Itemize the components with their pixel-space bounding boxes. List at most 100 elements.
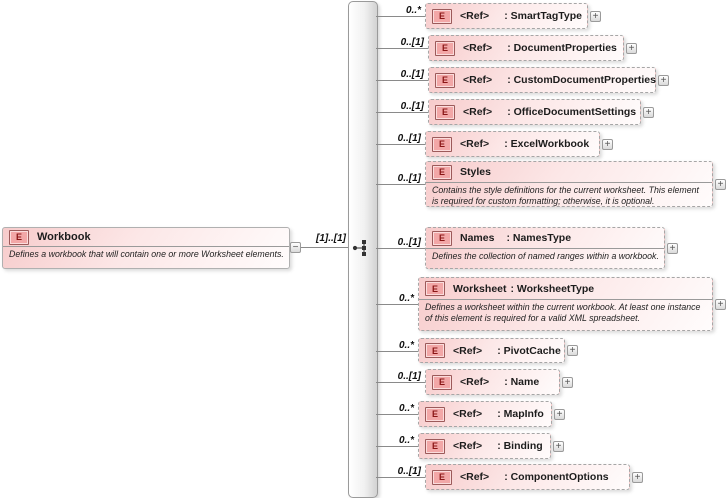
element-type: : OfficeDocumentSettings [507,106,637,118]
connector-line [301,247,348,248]
workbook-header: E Workbook [3,228,289,246]
element-description: Defines the collection of named ranges w… [426,248,664,268]
cardinality-label: 0..* [398,339,414,351]
row-pivotcache: 0..* E <Ref> : PivotCache + [376,338,578,363]
element-name: <Ref> [460,138,490,150]
element-type: : Binding [497,440,543,452]
row-styles: 0..[1] E Styles Contains the style defin… [376,161,726,207]
connector-line [376,184,425,185]
element-type: : CustomDocumentProperties [507,74,656,86]
cardinality-label: 0..[1] [400,69,424,80]
expand-icon[interactable]: + [715,298,726,310]
expand-icon[interactable]: + [643,106,654,118]
expand-icon[interactable]: + [626,42,637,54]
expand-icon[interactable]: + [567,345,578,356]
element-description: Defines a worksheet within the current w… [419,299,712,330]
cardinality-label: 0..[1] [400,37,424,48]
expand-icon[interactable]: + [658,74,669,86]
element-name: <Ref> [463,106,493,118]
connector-line [376,80,428,81]
element-name: <Ref> [453,344,483,357]
element-description: Contains the style definitions for the c… [426,182,712,209]
expand-icon[interactable]: + [554,408,565,420]
element-type: : NamesType [506,232,572,244]
element-name: <Ref> [463,74,493,86]
element-name: Worksheet [453,282,507,295]
element-badge-icon: E [432,230,452,246]
expand-icon[interactable]: + [553,440,564,452]
cardinality-label: 0..* [398,403,414,414]
row-binding: 0..* E <Ref> : Binding + [376,433,564,459]
row-componentoptions: 0..[1] E <Ref> : ComponentOptions + [376,464,643,490]
connector-line [376,48,428,49]
row-documentproperties: 0..[1] E <Ref> : DocumentProperties + [376,35,637,61]
cardinality-label: [1]..[1] [316,233,346,244]
element-badge-icon: E [425,281,445,296]
element-badge-icon: E [425,438,445,454]
cardinality-label: 0..[1] [397,466,421,477]
element-box[interactable]: E Worksheet : WorksheetType Defines a wo… [418,277,713,331]
row-customdocumentproperties: 0..[1] E <Ref> : CustomDocumentPropertie… [376,67,669,93]
row-smarttagtype: 0..* E <Ref> : SmartTagType + [376,3,601,29]
element-badge-icon: E [9,229,29,245]
cardinality-label: 0..[1] [397,237,421,248]
element-box[interactable]: E Styles Contains the style definitions … [425,161,713,207]
expand-icon[interactable]: + [667,242,678,254]
connector-line [376,446,418,447]
element-box[interactable]: E <Ref> : Binding [418,433,551,459]
element-type: : SmartTagType [504,10,582,22]
connector-line [376,112,428,113]
element-box[interactable]: E <Ref> : PivotCache [418,338,565,363]
element-badge-icon: E [432,8,452,24]
element-type: : PivotCache [497,344,561,357]
element-name: <Ref> [460,471,490,483]
element-box[interactable]: E <Ref> : Name [425,369,560,395]
connector-line [376,350,418,352]
row-mapinfo: 0..* E <Ref> : MapInfo + [376,401,565,427]
expand-icon[interactable]: + [602,138,613,150]
element-box[interactable]: E <Ref> : ExcelWorkbook [425,131,600,157]
element-badge-icon: E [432,469,452,485]
sequence-compositor-bar [348,1,378,498]
sequence-icon[interactable] [351,238,373,258]
row-excelworkbook: 0..[1] E <Ref> : ExcelWorkbook + [376,131,613,157]
expand-icon[interactable]: + [590,10,601,22]
element-box[interactable]: E <Ref> : CustomDocumentProperties [428,67,656,93]
cardinality-label: 0..* [398,435,414,446]
expand-icon[interactable]: + [562,376,573,388]
cardinality-label: 0..[1] [400,101,424,112]
connector-line [376,477,425,478]
element-name: <Ref> [460,10,490,22]
element-type: : MapInfo [497,408,544,420]
element-badge-icon: E [425,343,445,358]
connector-line [376,382,425,383]
element-box[interactable]: E <Ref> : DocumentProperties [428,35,624,61]
expand-icon[interactable]: + [632,471,643,483]
connector-line [376,414,418,415]
element-name: <Ref> [463,42,493,54]
row-name: 0..[1] E <Ref> : Name + [376,369,573,395]
element-badge-icon: E [432,136,452,152]
collapse-connector-icon[interactable]: − [290,242,301,253]
row-names: 0..[1] E Names : NamesType Defines the c… [376,227,678,269]
element-box[interactable]: E <Ref> : SmartTagType [425,3,588,29]
element-name: Styles [460,166,491,178]
element-type: : Name [504,376,540,388]
cardinality-label: 0..* [405,5,421,16]
workbook-element-box[interactable]: E Workbook Defines a workbook that will … [2,227,290,269]
element-box[interactable]: E <Ref> : OfficeDocumentSettings [428,99,641,125]
connector-line [376,248,425,249]
connector-line [376,144,425,145]
element-badge-icon: E [435,72,455,88]
element-name: <Ref> [453,440,483,452]
element-box[interactable]: E <Ref> : ComponentOptions [425,464,630,490]
element-badge-icon: E [432,374,452,390]
cardinality-label: 0..* [398,293,414,304]
element-box[interactable]: E Names : NamesType Defines the collecti… [425,227,665,269]
element-type: : DocumentProperties [507,42,617,54]
row-officedocumentsettings: 0..[1] E <Ref> : OfficeDocumentSettings … [376,99,654,125]
connector-line [376,16,425,17]
element-box[interactable]: E <Ref> : MapInfo [418,401,552,427]
expand-icon[interactable]: + [715,178,726,190]
